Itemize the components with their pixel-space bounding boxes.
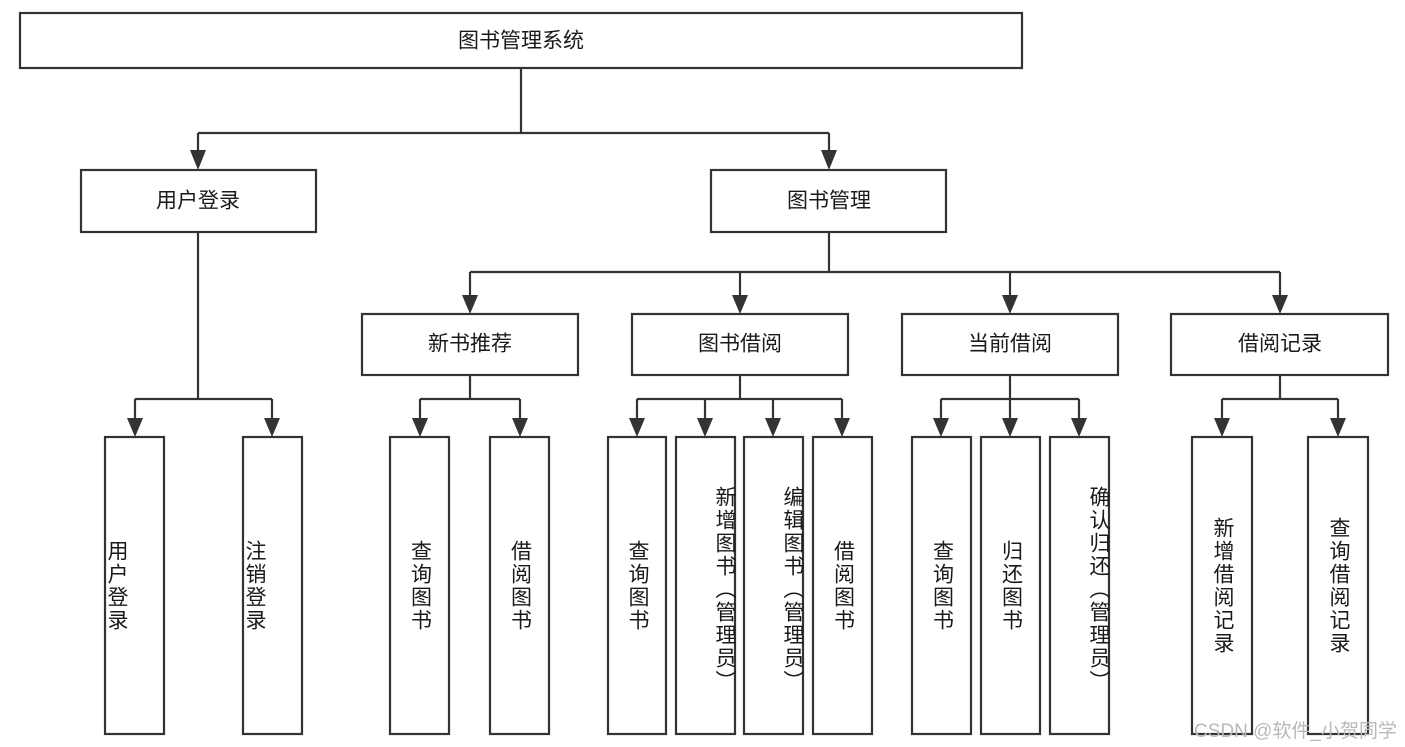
node-box-book-management[interactable] bbox=[709, 168, 948, 234]
arrow-bookmgmt-to-c2 bbox=[732, 295, 748, 314]
node-box-leaf-record-0[interactable] bbox=[1190, 435, 1254, 736]
arrow-bookmgmt-to-c3 bbox=[1002, 295, 1018, 314]
arrow-bookmgmt-to-c4 bbox=[1272, 295, 1288, 314]
node-label-borrow-record: 借阅记录 bbox=[1238, 333, 1322, 356]
arrow-root-to-bookmgmt bbox=[821, 150, 837, 170]
node-box-leaf-record-1[interactable] bbox=[1306, 435, 1370, 736]
connector-group-userlogin bbox=[127, 232, 280, 437]
node-box-leaf-borrow-0[interactable] bbox=[606, 435, 668, 736]
node-box-current-borrow[interactable] bbox=[900, 312, 1120, 377]
node-label-user-login: 用户登录 bbox=[156, 190, 240, 213]
arrow-userlogin-l1 bbox=[127, 418, 143, 437]
connector-group-bookmgmt bbox=[462, 232, 1288, 314]
node-box-leaf-user-login-0[interactable] bbox=[103, 435, 166, 736]
node-box-leaf-borrow-1[interactable] bbox=[674, 435, 737, 736]
arrow-bookmgmt-to-c1 bbox=[462, 295, 478, 314]
arrow-borrow-l2 bbox=[697, 418, 713, 437]
node-label-book-management: 图书管理 bbox=[787, 190, 871, 213]
arrow-current-l2 bbox=[1002, 418, 1018, 437]
node-box-root[interactable] bbox=[18, 11, 1024, 70]
arrow-record-l2 bbox=[1330, 418, 1346, 437]
node-box-user-login[interactable] bbox=[79, 168, 318, 234]
node-box-leaf-current-2[interactable] bbox=[1048, 435, 1111, 736]
arrow-current-l3 bbox=[1071, 418, 1087, 437]
arrow-newbook-l2 bbox=[512, 418, 528, 437]
node-box-leaf-new-book-0[interactable] bbox=[388, 435, 451, 736]
node-box-borrow-record[interactable] bbox=[1169, 312, 1390, 377]
node-box-leaf-current-1[interactable] bbox=[979, 435, 1042, 736]
node-box-leaf-user-login-1[interactable] bbox=[241, 435, 304, 736]
arrow-current-l1 bbox=[933, 418, 949, 437]
node-label-root: 图书管理系统 bbox=[458, 30, 584, 53]
node-box-book-borrow[interactable] bbox=[630, 312, 850, 377]
connector-group-borrow bbox=[629, 375, 850, 437]
arrow-userlogin-l2 bbox=[264, 418, 280, 437]
node-label-new-book-recommend: 新书推荐 bbox=[428, 333, 512, 356]
node-box-leaf-borrow-3[interactable] bbox=[811, 435, 874, 736]
arrow-borrow-l1 bbox=[629, 418, 645, 437]
node-box-leaf-current-0[interactable] bbox=[910, 435, 973, 736]
node-label-current-borrow: 当前借阅 bbox=[968, 333, 1052, 356]
connector-group-current bbox=[933, 375, 1087, 437]
connector-group-newbook bbox=[412, 375, 528, 437]
watermark-label: CSDN @软件_小贺同学 bbox=[1194, 721, 1397, 742]
arrow-root-to-userlogin bbox=[190, 150, 206, 170]
node-box-leaf-borrow-2[interactable] bbox=[742, 435, 805, 736]
node-box-leaf-new-book-1[interactable] bbox=[488, 435, 551, 736]
arrow-record-l1 bbox=[1214, 418, 1230, 437]
connector-group-record bbox=[1214, 375, 1346, 437]
node-label-book-borrow: 图书借阅 bbox=[698, 333, 782, 356]
arrow-newbook-l1 bbox=[412, 418, 428, 437]
arrow-borrow-l4 bbox=[834, 418, 850, 437]
node-box-new-book-recommend[interactable] bbox=[360, 312, 580, 377]
connector-group-root bbox=[190, 68, 837, 170]
arrow-borrow-l3 bbox=[765, 418, 781, 437]
